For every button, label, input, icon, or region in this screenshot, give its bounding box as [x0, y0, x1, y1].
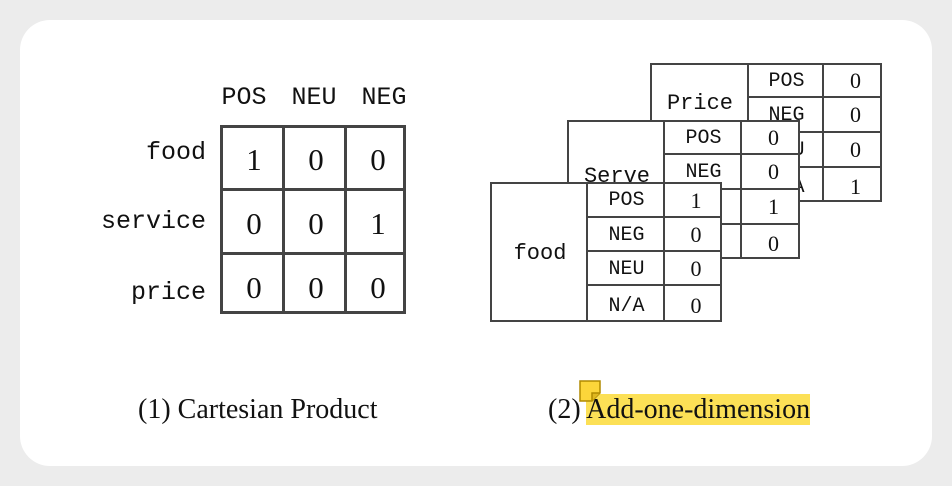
polarity-value: 0 [822, 96, 880, 132]
polarity-label: NEG [586, 216, 665, 252]
column-header-neg: NEG [361, 83, 407, 112]
polarity-value: 0 [822, 65, 880, 98]
polarity-label: POS [663, 122, 742, 155]
polarity-value: 0 [740, 153, 798, 189]
polarity-label: POS [747, 65, 824, 98]
polarity-label: NEU [586, 250, 665, 286]
grid-cell: 0 [308, 206, 324, 241]
aspect-label: food [513, 241, 567, 266]
caption-cartesian-product: (1) Cartesian Product [138, 394, 378, 425]
caption-prefix: (2) [548, 394, 587, 425]
grid-cell: 0 [370, 270, 386, 305]
aspect-table-food: food POS 1 NEG 0 NEU 0 N/A 0 [490, 182, 722, 322]
column-header-neu: NEU [291, 83, 337, 112]
polarity-value: 1 [663, 184, 720, 218]
grid-cell: 1 [370, 206, 386, 241]
grid-cell: 0 [370, 142, 386, 177]
row-label-service: service [100, 207, 206, 236]
caption-add-one-dimension: (2) Add-one-dimension [548, 394, 811, 426]
polarity-value: 0 [822, 131, 880, 167]
polarity-value: 1 [740, 188, 798, 224]
column-header-pos: POS [221, 83, 267, 112]
polarity-label: POS [586, 184, 665, 218]
polarity-value: 0 [740, 122, 798, 155]
row-label-price: price [130, 278, 206, 307]
grid-divider [282, 128, 285, 311]
grid-cell: 1 [246, 142, 262, 177]
cartesian-grid: 1 0 0 0 0 1 0 0 0 [220, 125, 406, 314]
polarity-value: 1 [822, 166, 880, 200]
grid-cell: 0 [308, 270, 324, 305]
grid-divider [223, 188, 403, 191]
polarity-value: 0 [663, 250, 720, 286]
aspect-label: Price [666, 91, 733, 116]
grid-cell: 0 [246, 206, 262, 241]
sticky-note-icon[interactable] [579, 380, 601, 402]
row-label-food: food [145, 138, 206, 167]
polarity-value: 0 [663, 284, 720, 320]
highlighted-caption[interactable]: Add-one-dimension [586, 394, 811, 425]
grid-divider [344, 128, 347, 311]
grid-divider [223, 252, 403, 255]
polarity-value: 0 [663, 216, 720, 252]
polarity-value: 0 [740, 223, 798, 257]
polarity-label: N/A [586, 284, 665, 320]
grid-cell: 0 [308, 142, 324, 177]
grid-cell: 0 [246, 270, 262, 305]
polarity-label: NEG [663, 153, 742, 189]
